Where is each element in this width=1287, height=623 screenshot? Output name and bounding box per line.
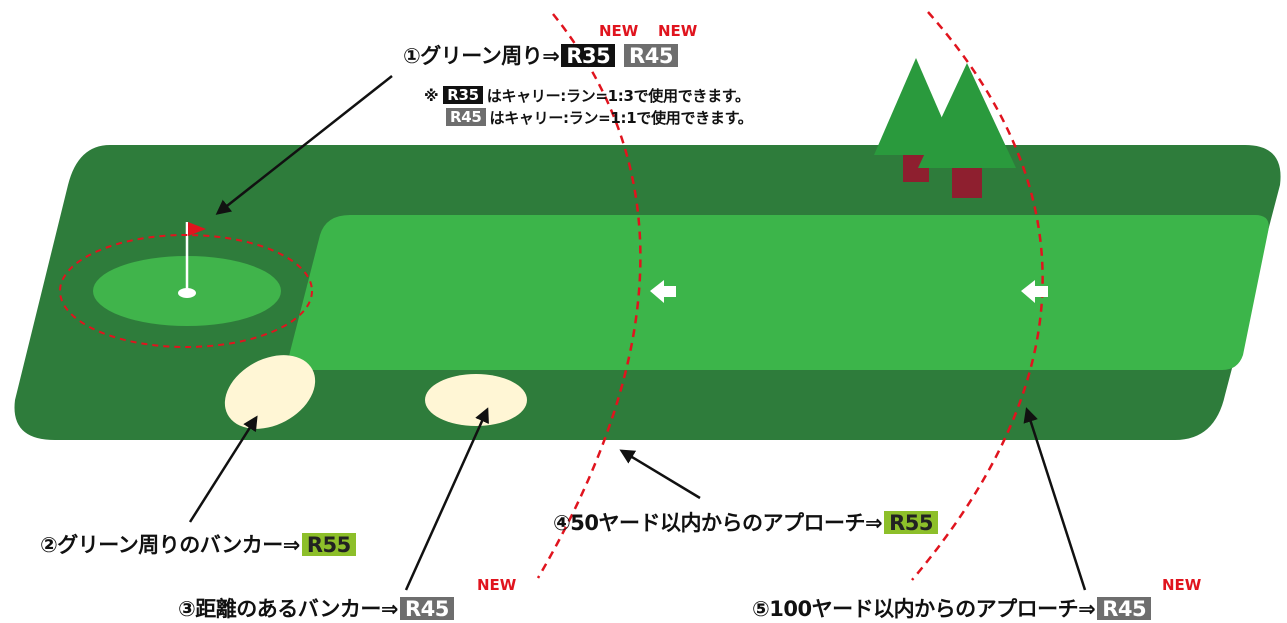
pointer-arrow-approach-50 (619, 449, 701, 500)
badge-r35: R35 (561, 44, 616, 67)
hole-icon (178, 288, 196, 298)
pointer-arrow-bunker-green (188, 415, 258, 523)
bunker-near-green (224, 355, 316, 429)
badge-r35: R35 (443, 86, 483, 104)
label-approach-50: ④50ヤード以内からのアプローチ⇒R55 (553, 511, 939, 535)
label-text: ④50ヤード以内からのアプローチ⇒ (553, 511, 883, 535)
badge-r55: R55 (884, 511, 939, 534)
note-text: はキャリー:ラン=1:1で使用できます。 (489, 109, 753, 127)
new-tag: NEW (1162, 576, 1202, 594)
new-tag: NEW (477, 576, 517, 594)
badge-r45: R45 (1097, 597, 1152, 620)
tree-icon (918, 63, 1016, 198)
badge-r45: R45 (624, 44, 678, 67)
flag-icon (185, 222, 206, 290)
new-tag: NEW (658, 22, 698, 40)
badge-r55: R55 (301, 533, 356, 556)
label-text: ③距離のあるバンカー⇒ (178, 597, 398, 621)
label-text: ⑤100ヤード以内からのアプローチ⇒ (752, 597, 1096, 621)
pointer-arrow-green-around (215, 75, 393, 215)
left-arrow-icon (650, 280, 676, 303)
bunker-distance (425, 374, 527, 426)
note-text: はキャリー:ラン=1:3で使用できます。 (486, 87, 750, 105)
new-tag: NEW (599, 22, 639, 40)
pointer-arrow-approach-100 (1023, 407, 1087, 591)
label-green-around: ①グリーン周り⇒R35 R45 (403, 44, 678, 68)
label-text: ①グリーン周り⇒ (403, 44, 560, 68)
pointer-arrow-bunker-distance (404, 407, 489, 591)
label-approach-100: ⑤100ヤード以内からのアプローチ⇒R45 (752, 597, 1152, 621)
label-text: ②グリーン周りのバンカー⇒ (40, 533, 300, 557)
note-mark: ※ (424, 87, 439, 105)
label-bunker-distance: ③距離のあるバンカー⇒R45 (178, 597, 454, 621)
left-arrow-icon (1021, 280, 1048, 303)
fairway-area (289, 215, 1269, 370)
badge-r45: R45 (399, 597, 454, 620)
green-around-zone (59, 234, 313, 348)
badge-r45: R45 (446, 108, 486, 126)
label-bunker-green: ②グリーン周りのバンカー⇒R55 (40, 533, 356, 557)
